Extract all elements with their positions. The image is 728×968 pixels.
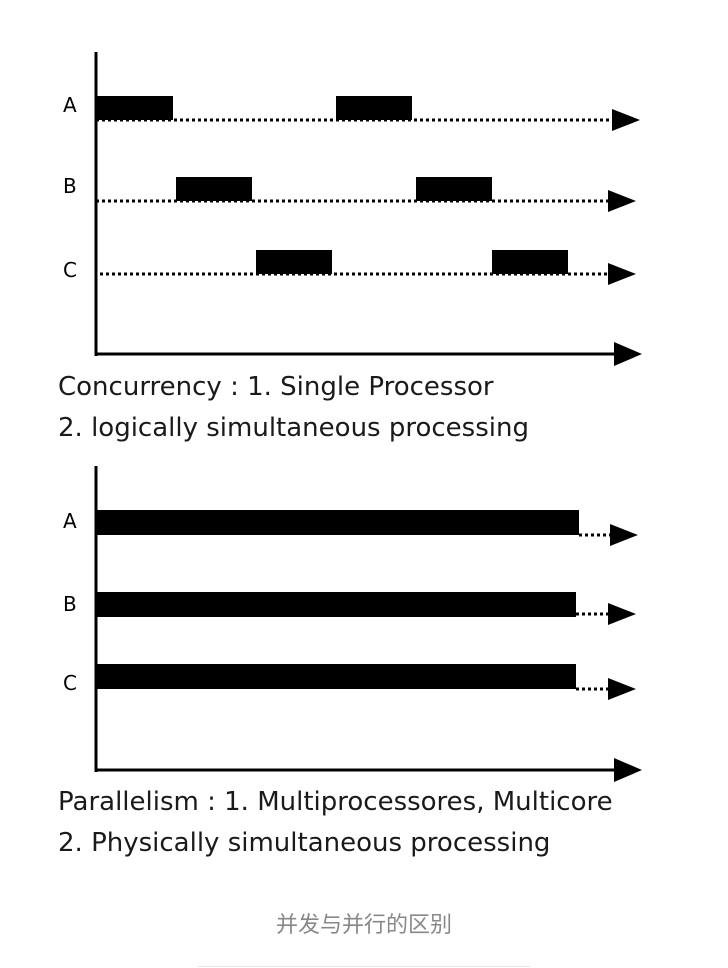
parallelism-row-label-c: C: [63, 671, 77, 695]
concurrency-vs-parallelism-diagram: A B C A B C: [63, 52, 642, 782]
parallelism-row-label-a: A: [63, 509, 77, 533]
concurrency-row-label-c: C: [63, 258, 77, 282]
parallelism-task-a: [97, 510, 579, 535]
concurrency-task-b-2: [416, 177, 492, 201]
concurrency-x-axis-arrow: [614, 342, 642, 366]
concurrency-arrow-a: [612, 109, 640, 131]
concurrency-diagram: A B C: [63, 52, 642, 366]
parallelism-x-axis-arrow: [614, 758, 642, 782]
concurrency-task-c-1: [256, 250, 332, 274]
parallelism-arrow-b: [608, 603, 636, 625]
concurrency-task-c-2: [492, 250, 568, 274]
concurrency-caption-line2: 2. logically simultaneous processing: [58, 413, 529, 443]
parallelism-arrow-c: [608, 678, 636, 700]
concurrency-row-label-b: B: [63, 174, 77, 198]
parallelism-caption-line2: 2. Physically simultaneous processing: [58, 828, 551, 858]
parallelism-row-label-b: B: [63, 592, 77, 616]
footer-divider: [198, 966, 530, 967]
parallelism-arrow-a: [610, 524, 638, 546]
concurrency-caption-line1: Concurrency : 1. Single Processor: [58, 372, 494, 402]
concurrency-arrow-c: [608, 263, 636, 285]
concurrency-task-b-1: [176, 177, 252, 201]
parallelism-task-c: [97, 664, 576, 689]
parallelism-task-b: [97, 592, 576, 617]
concurrency-task-a-2: [336, 96, 412, 120]
parallelism-diagram: A B C: [63, 466, 642, 782]
concurrency-task-a-1: [97, 96, 173, 120]
concurrency-row-label-a: A: [63, 93, 77, 117]
parallelism-caption-line1: Parallelism : 1. Multiprocessores, Multi…: [58, 787, 613, 817]
concurrency-arrow-b: [608, 190, 636, 212]
image-caption: 并发与并行的区别: [275, 913, 452, 938]
